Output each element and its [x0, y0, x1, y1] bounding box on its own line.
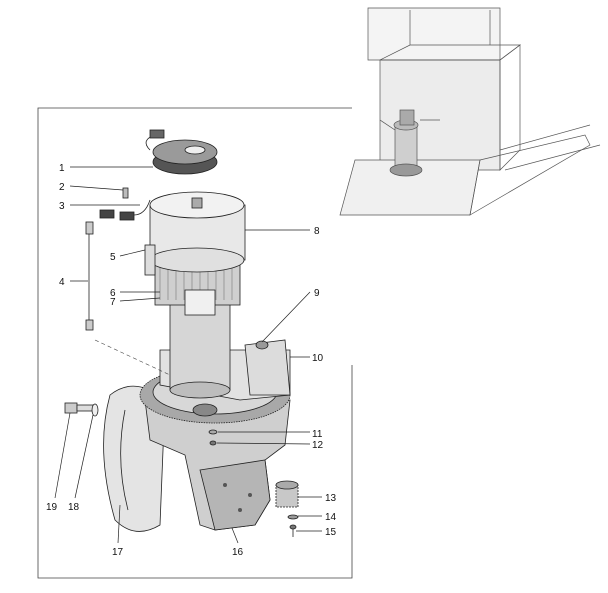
gearbox-housing — [144, 399, 291, 531]
pinion — [192, 403, 218, 417]
bracket-bolt — [255, 340, 269, 350]
part-label-10: 10 — [312, 353, 324, 364]
part-label-2: 2 — [59, 182, 65, 193]
part-label-18: 18 — [68, 502, 80, 513]
nut — [209, 440, 217, 446]
part-label-8: 8 — [314, 226, 320, 237]
part-label-5: 5 — [110, 252, 116, 263]
part-label-4: 4 — [59, 277, 65, 288]
part-label-1: 1 — [59, 163, 65, 174]
center-line — [94, 339, 171, 376]
diagram-frame — [37, 107, 353, 579]
part-label-13: 13 — [325, 493, 337, 504]
electromagnetic-brake — [145, 129, 218, 175]
part-label-3: 3 — [59, 201, 65, 212]
part-label-17: 17 — [112, 547, 124, 558]
rotor — [184, 289, 216, 316]
part-label-11: 11 — [312, 429, 323, 440]
part-label-7: 7 — [110, 297, 116, 308]
part-label-9: 9 — [314, 288, 320, 299]
bolt-and-washer — [64, 402, 99, 417]
shim — [208, 429, 218, 435]
truck-overview-thumbnail — [339, 7, 601, 216]
part-labels: 1 2 3 4 5 6 7 8 9 10 11 12 13 14 15 16 1… — [46, 163, 337, 558]
part-label-12: 12 — [312, 440, 324, 451]
leader-lines — [54, 166, 322, 544]
part-label-14: 14 — [325, 512, 337, 523]
motor-flange — [169, 381, 231, 399]
part-label-15: 15 — [325, 527, 337, 538]
part-label-16: 16 — [232, 547, 244, 558]
wiring-connectors — [99, 199, 156, 276]
bracket — [244, 339, 291, 396]
screw — [122, 187, 129, 199]
part-label-6: 6 — [110, 288, 116, 299]
sensor-probe — [85, 221, 94, 331]
pinion-gear-assembly — [275, 480, 299, 537]
part-label-19: 19 — [46, 502, 58, 513]
motor-cover — [149, 191, 246, 273]
